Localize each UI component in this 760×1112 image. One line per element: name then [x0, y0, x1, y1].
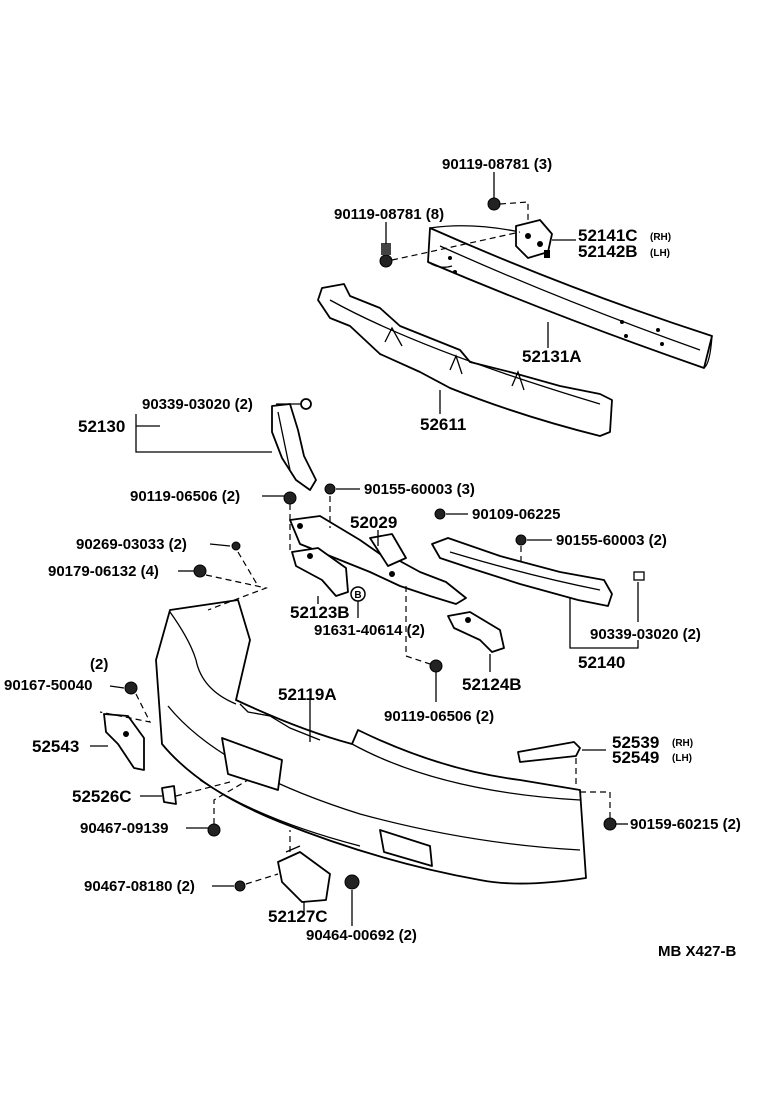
label-52549: 52549 — [612, 748, 659, 767]
label-52124b: 52124B — [462, 675, 522, 694]
label-90119-06506-top: 90119-06506 (2) — [130, 488, 240, 505]
label-90464-00692: 90464-00692 (2) — [306, 927, 417, 944]
bracket-52543 — [103, 713, 145, 771]
label-52549-side: (LH) — [672, 753, 692, 764]
cover-52127c — [277, 845, 331, 903]
label-52539-side: (RH) — [672, 738, 693, 749]
label-qty-2: (2) — [90, 656, 108, 673]
bumper-cover-52119a — [155, 599, 587, 885]
bracket-52141c-52142b — [515, 219, 553, 259]
seal-52539-52549 — [517, 741, 581, 763]
label-52141c-side: (RH) — [650, 232, 671, 243]
label-52142b: 52142B — [578, 242, 638, 261]
support-52123b — [291, 547, 349, 597]
label-90467-09139: 90467-09139 — [80, 820, 168, 837]
clip-52526c — [161, 785, 177, 805]
label-52539: 52539 — [612, 733, 659, 752]
diagram-code: MB X427-B — [658, 943, 737, 960]
label-52141c: 52141C — [578, 226, 638, 245]
label-90269-03033: 90269-03033 (2) — [76, 536, 187, 553]
label-52123b: 52123B — [290, 603, 350, 622]
part-labels: 90119-08781 (3) 90119-08781 (8) 52141C (… — [4, 156, 741, 960]
support-52124b — [447, 611, 505, 653]
label-52526c: 52526C — [72, 787, 132, 806]
label-52127c: 52127C — [268, 907, 328, 926]
label-90339-03020-top: 90339-03020 (2) — [142, 396, 253, 413]
label-90159-60215: 90159-60215 (2) — [630, 816, 741, 833]
marker-b: B — [350, 586, 366, 602]
label-52131a: 52131A — [522, 347, 582, 366]
fasteners — [124, 197, 645, 892]
energy-absorber-52611 — [317, 283, 613, 437]
bumper-reinforcement-52131a — [427, 225, 713, 369]
label-90167-50040: 90167-50040 — [4, 677, 92, 694]
label-90109-06225: 90109-06225 — [472, 506, 560, 523]
label-90119-06506-bottom: 90119-06506 (2) — [384, 708, 494, 725]
leader-lines — [90, 172, 639, 926]
label-52119a: 52119A — [278, 685, 337, 704]
retainer-52029 — [289, 515, 467, 605]
label-90119-08781-8: 90119-08781 (8) — [334, 206, 444, 223]
bumper-retainer-52140 — [431, 537, 613, 607]
label-91631-40614: 91631-40614 (2) — [314, 622, 425, 639]
label-90119-08781-3: 90119-08781 (3) — [442, 156, 552, 173]
label-52140: 52140 — [578, 653, 625, 672]
label-52029: 52029 — [350, 513, 397, 532]
label-90339-03020-right: 90339-03020 (2) — [590, 626, 701, 643]
marker-b-label: B — [354, 590, 361, 601]
label-90155-60003-3: 90155-60003 (3) — [364, 481, 475, 498]
label-52142b-side: (LH) — [650, 248, 670, 259]
label-52543: 52543 — [32, 737, 79, 756]
label-90179-06132: 90179-06132 (4) — [48, 563, 159, 580]
label-90467-08180: 90467-08180 (2) — [84, 878, 195, 895]
label-52130: 52130 — [78, 417, 125, 436]
label-52611: 52611 — [420, 415, 466, 434]
side-retainer-52130 — [271, 398, 317, 491]
label-90155-60003-2: 90155-60003 (2) — [556, 532, 667, 549]
